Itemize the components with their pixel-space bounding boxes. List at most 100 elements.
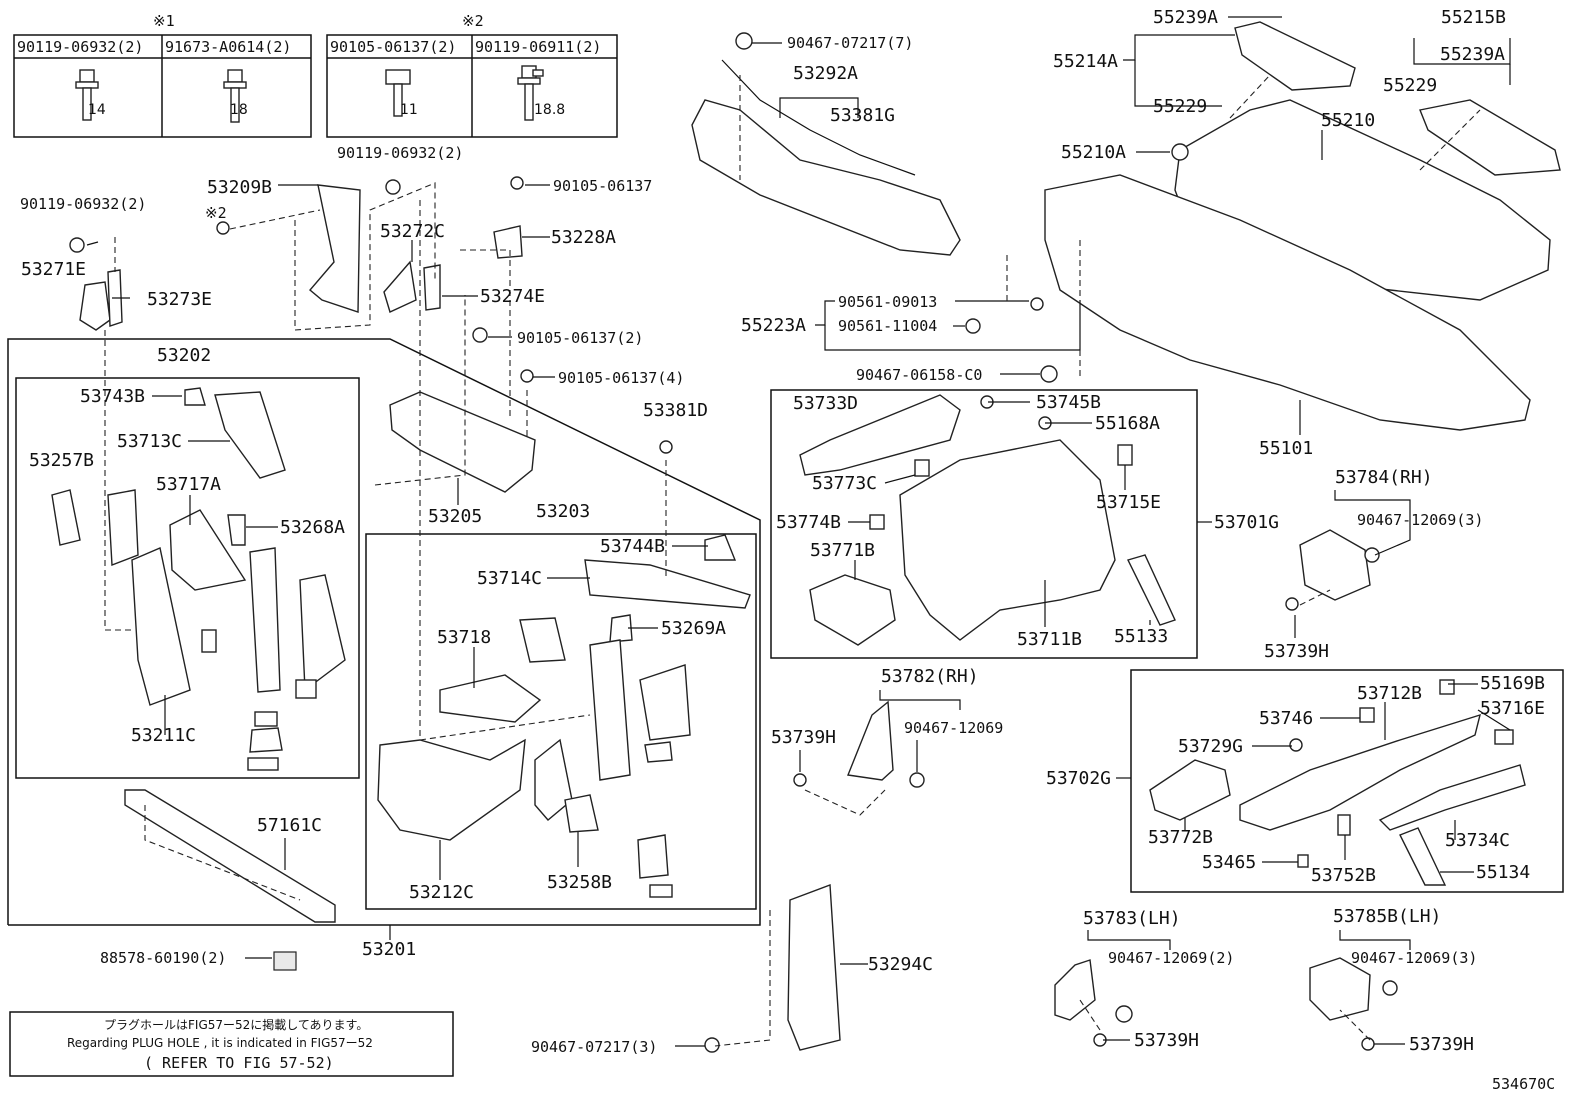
callout-53203: 53203 bbox=[536, 501, 590, 522]
callout-53715e: 53715E bbox=[1096, 492, 1161, 513]
callout-53739h-lh-left: 53739H bbox=[1134, 1030, 1199, 1051]
callout-53711b: 53711B bbox=[1017, 629, 1082, 650]
figure-code: 534670C bbox=[1492, 1075, 1555, 1093]
callout-55168a: 55168A bbox=[1095, 413, 1160, 434]
assembly-frames bbox=[7, 338, 1564, 926]
callout-55210a: 55210A bbox=[1061, 142, 1126, 163]
callout-90105-06137-2: 90105-06137(2) bbox=[517, 329, 643, 347]
callout-90467-07217-3: 90467-07217(3) bbox=[531, 1038, 657, 1056]
stud-bolt-icon bbox=[517, 65, 544, 121]
spec-table-1: ※1 90119-06932(2) 91673-A0614(2) 14 18 bbox=[13, 12, 312, 138]
callout-53784-rh: 53784(RH) bbox=[1335, 467, 1433, 488]
callout-53718: 53718 bbox=[437, 627, 491, 648]
callout-90467-12069-3-lh: 90467-12069(3) bbox=[1351, 949, 1477, 967]
callout-53771b: 53771B bbox=[810, 540, 875, 561]
spec-table-1-mark: ※1 bbox=[153, 12, 175, 30]
spec-table-2-part-b: 90119-06911(2) bbox=[475, 38, 601, 56]
callout-53785b-lh: 53785B(LH) bbox=[1333, 906, 1441, 927]
flange-bolt-icon bbox=[223, 69, 247, 123]
callout-53739h-lh-right: 53739H bbox=[1409, 1034, 1474, 1055]
flange-bolt-icon bbox=[75, 69, 99, 121]
callout-53211c: 53211C bbox=[131, 725, 196, 746]
spec-table-2-mark: ※2 bbox=[462, 12, 484, 30]
callout-90467-07217-7: 90467-07217(7) bbox=[787, 34, 913, 52]
callout-55210: 55210 bbox=[1321, 110, 1375, 131]
callout-55223a: 55223A bbox=[741, 315, 806, 336]
dim-11: 11 bbox=[400, 102, 418, 118]
callout-55229-right: 55229 bbox=[1383, 75, 1437, 96]
callout-53713c: 53713C bbox=[117, 431, 182, 452]
callout-53717a: 53717A bbox=[156, 474, 221, 495]
spec-table-2-part-a: 90105-06137(2) bbox=[330, 38, 456, 56]
callout-labels: 90119-06932(2) 53209B 90119-06932(2) ※2 … bbox=[20, 7, 1545, 1056]
callout-90119-06932-2-top: 90119-06932(2) bbox=[337, 144, 463, 162]
spec-table-1-part-b: 91673-A0614(2) bbox=[165, 38, 291, 56]
callout-53269a: 53269A bbox=[661, 618, 726, 639]
dim-18: 18 bbox=[230, 102, 248, 118]
dim-18-8: 18.8 bbox=[534, 102, 565, 118]
dashed-lines bbox=[104, 74, 1481, 1047]
callout-53743b: 53743B bbox=[80, 386, 145, 407]
callout-55169b: 55169B bbox=[1480, 673, 1545, 694]
leader-lines bbox=[86, 16, 1511, 1047]
callout-53702g: 53702G bbox=[1046, 768, 1111, 789]
callout-53292a: 53292A bbox=[793, 63, 858, 84]
callout-53205: 53205 bbox=[428, 506, 482, 527]
callout-90561-09013: 90561-09013 bbox=[838, 293, 937, 311]
callout-55134: 55134 bbox=[1476, 862, 1530, 883]
callout-53714c: 53714C bbox=[477, 568, 542, 589]
callout-90105-06137-4: 90105-06137(4) bbox=[558, 369, 684, 387]
callout-55239a-left: 55239A bbox=[1153, 7, 1218, 28]
callout-53274e: 53274E bbox=[480, 286, 545, 307]
callout-53701g: 53701G bbox=[1214, 512, 1279, 533]
callout-53294c: 53294C bbox=[868, 954, 933, 975]
plug-hole-note: プラグホールはFIG57ー52に掲載してあります。 Regarding PLUG… bbox=[9, 1011, 454, 1077]
callout-53733d: 53733D bbox=[793, 393, 858, 414]
dim-14: 14 bbox=[88, 102, 106, 118]
callout-53772b: 53772B bbox=[1148, 827, 1213, 848]
callout-53739h-mid: 53739H bbox=[771, 727, 836, 748]
callout-90105-06137: 90105-06137 bbox=[553, 177, 652, 195]
callout-53752b: 53752B bbox=[1311, 865, 1376, 886]
callout-90467-12069-2: 90467-12069(2) bbox=[1108, 949, 1234, 967]
callout-53258b: 53258B bbox=[547, 872, 612, 893]
spec-table-1-part-a: 90119-06932(2) bbox=[17, 38, 143, 56]
note-reference: ( REFER TO FIG 57-52) bbox=[144, 1054, 334, 1072]
callout-90467-06158-c0: 90467-06158-C0 bbox=[856, 366, 982, 384]
callout-53202: 53202 bbox=[157, 345, 211, 366]
callout-53716e: 53716E bbox=[1480, 698, 1545, 719]
callout-88578-60190-2: 88578-60190(2) bbox=[100, 949, 226, 967]
callout-53209b: 53209B bbox=[207, 177, 272, 198]
part-shapes bbox=[51, 21, 1561, 1053]
callout-90467-12069: 90467-12069 bbox=[904, 719, 1003, 737]
callout-53773c: 53773C bbox=[812, 473, 877, 494]
callout-53381d: 53381D bbox=[643, 400, 708, 421]
callout-55101: 55101 bbox=[1259, 438, 1313, 459]
callout-53734c: 53734C bbox=[1445, 830, 1510, 851]
note-japanese: プラグホールはFIG57ー52に掲載してあります。 bbox=[104, 1017, 368, 1032]
callout-53212c: 53212C bbox=[409, 882, 474, 903]
callout-53271e: 53271E bbox=[21, 259, 86, 280]
callout-90119-06932-2-left: 90119-06932(2) bbox=[20, 195, 146, 213]
callout-55214a: 55214A bbox=[1053, 51, 1118, 72]
callout-90467-12069-3-rh: 90467-12069(3) bbox=[1357, 511, 1483, 529]
callout-55215b: 55215B bbox=[1441, 7, 1506, 28]
callout-53744b: 53744B bbox=[600, 536, 665, 557]
callout-53268a: 53268A bbox=[280, 517, 345, 538]
callout-53783-lh: 53783(LH) bbox=[1083, 908, 1181, 929]
callout-53745b: 53745B bbox=[1036, 392, 1101, 413]
callout-53257b: 53257B bbox=[29, 450, 94, 471]
note-english: Regarding PLUG HOLE , it is indicated in… bbox=[67, 1036, 373, 1050]
callout-55133: 55133 bbox=[1114, 626, 1168, 647]
callout-53712b: 53712B bbox=[1357, 683, 1422, 704]
flange-bolt-icon bbox=[385, 69, 411, 117]
callout-53465: 53465 bbox=[1202, 852, 1256, 873]
callout-53746: 53746 bbox=[1259, 708, 1313, 729]
callout-55229-left: 55229 bbox=[1153, 96, 1207, 117]
callout-53729g: 53729G bbox=[1178, 736, 1243, 757]
callout-53381g: 53381G bbox=[830, 105, 895, 126]
callout-53201: 53201 bbox=[362, 939, 416, 960]
callout-53273e: 53273E bbox=[147, 289, 212, 310]
callout-mark-2: ※2 bbox=[205, 204, 227, 222]
